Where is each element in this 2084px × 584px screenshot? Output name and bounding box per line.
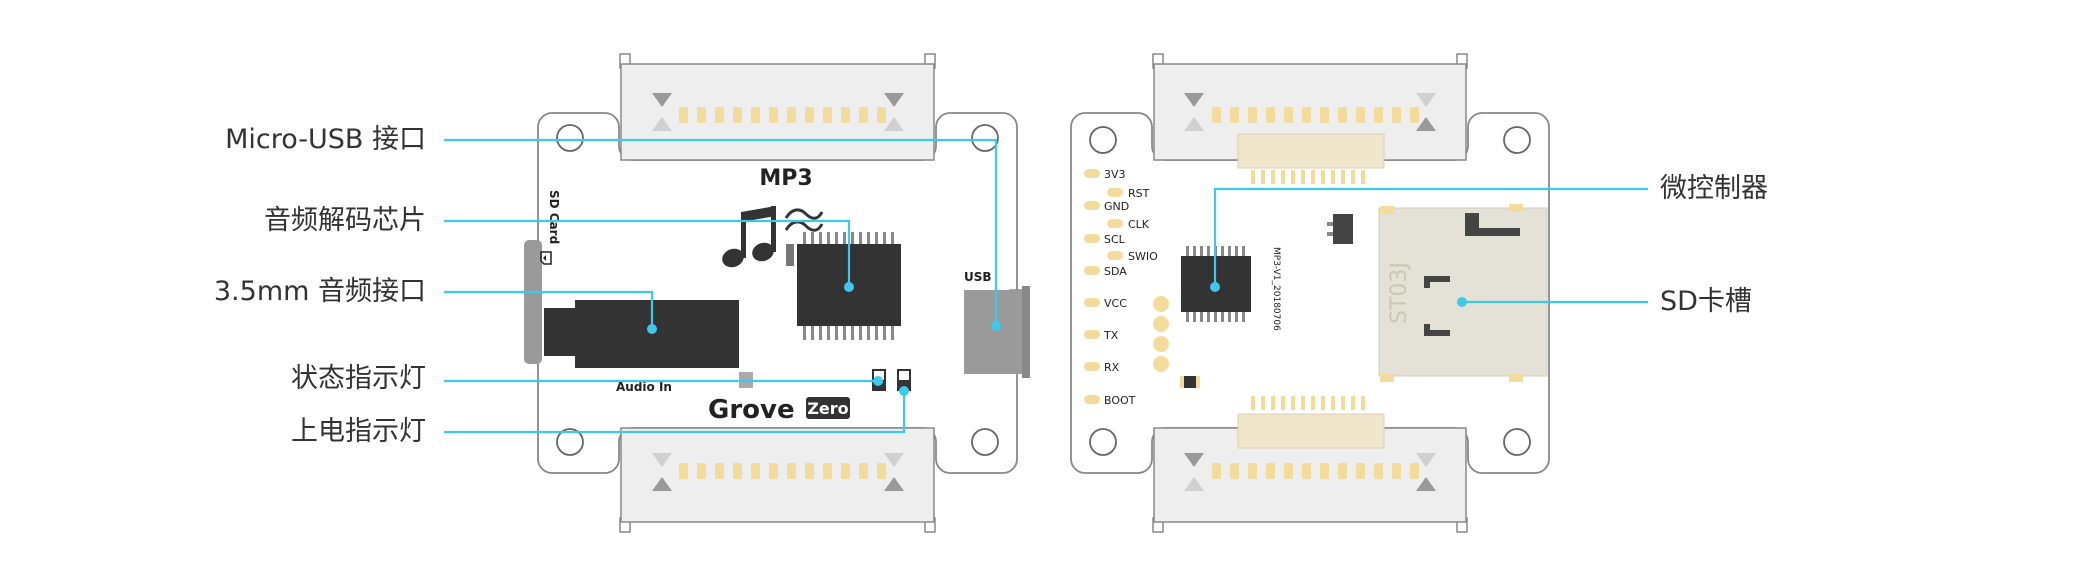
sd-card-slot: ST03J bbox=[1378, 204, 1548, 382]
sd-card-silk: SD Card bbox=[547, 190, 561, 244]
back-bottom-connector bbox=[1153, 396, 1467, 523]
sd-card-icon bbox=[540, 251, 552, 265]
audio-in-silk: Audio In bbox=[616, 380, 672, 394]
callout-audio-jack: 3.5mm 音频接口 bbox=[213, 276, 426, 307]
pin-label: BOOT bbox=[1104, 394, 1136, 407]
pin-label: SWIO bbox=[1128, 250, 1158, 263]
front-board: Grove Zero MP3 USB Audio In SD Card bbox=[524, 53, 1030, 533]
pin-label: RX bbox=[1104, 361, 1120, 374]
grove-logo: Grove Zero bbox=[708, 395, 850, 425]
pin-labels-left: 3V3 GND SCL SDA VCC TX RX BOOT bbox=[1103, 168, 1136, 407]
pin-label: TX bbox=[1103, 329, 1119, 342]
sd-mark-silk: ST03J bbox=[1387, 262, 1412, 324]
resistor bbox=[1180, 376, 1200, 388]
grove-text: Grove bbox=[708, 395, 795, 425]
audio-jack bbox=[544, 300, 739, 368]
pin-pads bbox=[1084, 169, 1123, 404]
pin-label: 3V3 bbox=[1104, 168, 1126, 181]
pin-label: VCC bbox=[1104, 297, 1127, 310]
pin-label: SDA bbox=[1104, 265, 1127, 278]
callout-mcu: 微控制器 bbox=[1660, 173, 1768, 204]
back-board: 3V3 GND SCL SDA VCC TX RX BOOT RST CLK S… bbox=[1070, 53, 1550, 533]
pin-label: SCL bbox=[1104, 233, 1126, 246]
pin-labels-right: RST CLK SWIO bbox=[1128, 187, 1158, 263]
round-pads bbox=[1153, 296, 1169, 372]
pin-label: CLK bbox=[1128, 218, 1150, 231]
callout-line-usb bbox=[444, 138, 998, 326]
callout-dots bbox=[647, 282, 1467, 396]
front-bottom-connector bbox=[620, 427, 935, 523]
callout-lines bbox=[444, 138, 1648, 434]
callout-line-decoder bbox=[444, 219, 851, 287]
pin-label: GND bbox=[1104, 200, 1129, 213]
zero-badge: Zero bbox=[807, 399, 848, 418]
version-silk: MP3-V1_20180706 bbox=[1271, 247, 1281, 331]
board-title: MP3 bbox=[759, 166, 812, 191]
sd-card-edge bbox=[524, 240, 542, 364]
callout-sd-slot: SD卡槽 bbox=[1660, 286, 1752, 317]
callout-status-led: 状态指示灯 bbox=[291, 363, 426, 394]
callout-decoder-chip: 音频解码芯片 bbox=[264, 205, 426, 236]
callout-line-jack bbox=[444, 290, 654, 329]
callout-micro-usb: Micro-USB 接口 bbox=[225, 124, 426, 155]
callout-line-power bbox=[444, 391, 906, 434]
callout-power-led: 上电指示灯 bbox=[291, 416, 426, 447]
pin-label: RST bbox=[1128, 187, 1150, 200]
small-component bbox=[1327, 214, 1353, 244]
back-top-connector bbox=[1153, 63, 1467, 184]
usb-silk: USB bbox=[964, 270, 992, 284]
callout-line-mcu bbox=[1213, 187, 1648, 287]
front-top-connector bbox=[620, 63, 935, 161]
music-note-icon bbox=[722, 206, 824, 268]
